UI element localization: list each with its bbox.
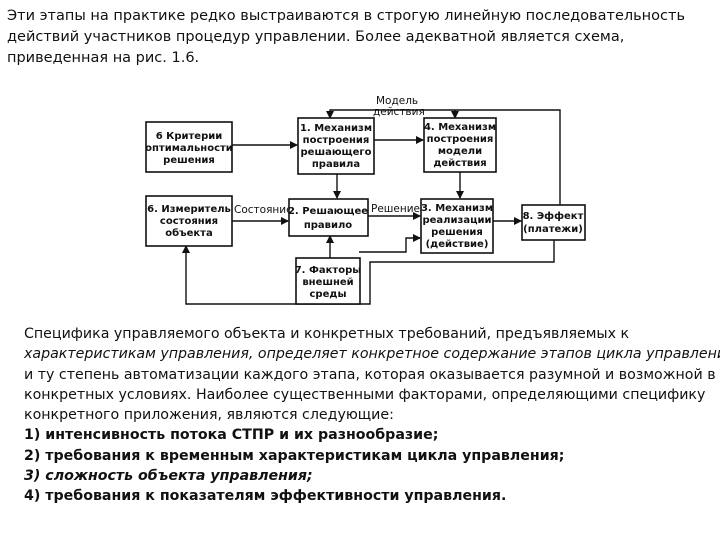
control-cycle-diagram: Модель действия Состояние Решение 6 Крит… bbox=[145, 95, 586, 305]
box-criteria: 6 Критерии оптимальности решения bbox=[145, 121, 233, 173]
box-mech3-line: 3. Механизм bbox=[421, 203, 493, 214]
box-mech1-line: решающего bbox=[301, 147, 372, 158]
connectors bbox=[182, 109, 561, 305]
box-mech3-line: реализации bbox=[422, 215, 491, 226]
box-external-factors: 7. Факторы внешней среды bbox=[295, 257, 362, 305]
box-rule-line: 2. Решающее bbox=[288, 206, 368, 217]
box-mech4-line: действия bbox=[433, 158, 486, 169]
list-item: 2) требования к временным характеристика… bbox=[24, 447, 565, 464]
box-criteria-line: оптимальности bbox=[145, 143, 233, 154]
box-mech1-line: правила bbox=[312, 159, 360, 170]
body-line: конкретных условиях. Наиболее существенн… bbox=[24, 386, 706, 403]
box-mech3-line: (действие) bbox=[426, 239, 489, 250]
box-mechanism-3: 3. Механизм реализации решения (действие… bbox=[420, 198, 494, 254]
body-line: и ту степень автоматизации каждого этапа… bbox=[24, 366, 716, 383]
box-mechanism-1: 1. Механизм построения решающего правила bbox=[297, 117, 375, 175]
box-mech3-line: решения bbox=[431, 227, 483, 238]
box-mech4-line: построения bbox=[427, 134, 494, 145]
label-model-line1: Модель bbox=[376, 95, 418, 107]
box-mech1-line: построения bbox=[303, 135, 370, 146]
box-decision-rule: 2. Решающее правило bbox=[288, 198, 369, 237]
intro-line: Эти этапы на практике редко выстраиваютс… bbox=[7, 8, 685, 24]
intro-line: приведенная на рис. 1.6. bbox=[7, 50, 200, 66]
box-meter-line: объекта bbox=[165, 227, 212, 239]
feedback-top bbox=[326, 109, 561, 205]
box-factors-line: среды bbox=[310, 289, 347, 300]
box-mech4-line: модели bbox=[438, 146, 482, 157]
box-rule-line: правило bbox=[304, 220, 352, 231]
list-item: 1) интенсивность потока СТПР и их разноо… bbox=[24, 427, 439, 444]
box-meter: 6. Измеритель состояния объекта bbox=[145, 195, 233, 247]
box-meter-line: 6. Измеритель bbox=[147, 204, 231, 215]
box-mechanism-4: 4. Механизм построения модели действия bbox=[423, 117, 497, 173]
body-line: конкретного приложения, являются следующ… bbox=[24, 407, 394, 424]
list-item: 4) требования к показателям эффективност… bbox=[24, 488, 507, 505]
feedback-bottom bbox=[182, 240, 555, 305]
box-factors-line: 7. Факторы bbox=[295, 265, 362, 276]
box-effect: 8. Эффект (платежи) bbox=[521, 204, 586, 241]
box-criteria-line: решения bbox=[163, 155, 215, 166]
label-state: Состояние bbox=[234, 204, 293, 216]
body-line: характеристикам управления, определяет к… bbox=[24, 346, 720, 363]
box-criteria-line: 6 Критерии bbox=[156, 131, 223, 142]
arrow-factors-to-mech3 bbox=[359, 234, 421, 253]
box-mech4-line: 4. Механизм bbox=[424, 122, 496, 133]
box-meter-line: состояния bbox=[160, 216, 218, 227]
box-effect-line: 8. Эффект bbox=[523, 210, 584, 222]
box-factors-line: внешней bbox=[302, 277, 353, 288]
label-model-line2: действия bbox=[373, 106, 425, 118]
body-paragraph: Специфика управляемого объекта и конкрет… bbox=[24, 324, 720, 507]
box-effect-line: (платежи) bbox=[523, 224, 583, 235]
label-decision: Решение bbox=[371, 203, 420, 215]
intro-line: действий участников процедур управлении.… bbox=[7, 29, 625, 45]
body-line: Специфика управляемого объекта и конкрет… bbox=[24, 326, 630, 342]
box-mech1-line: 1. Механизм bbox=[300, 123, 372, 134]
intro-paragraph: Эти этапы на практике редко выстраиваютс… bbox=[7, 6, 707, 69]
list-item: 3) сложность объекта управления; bbox=[24, 468, 313, 485]
